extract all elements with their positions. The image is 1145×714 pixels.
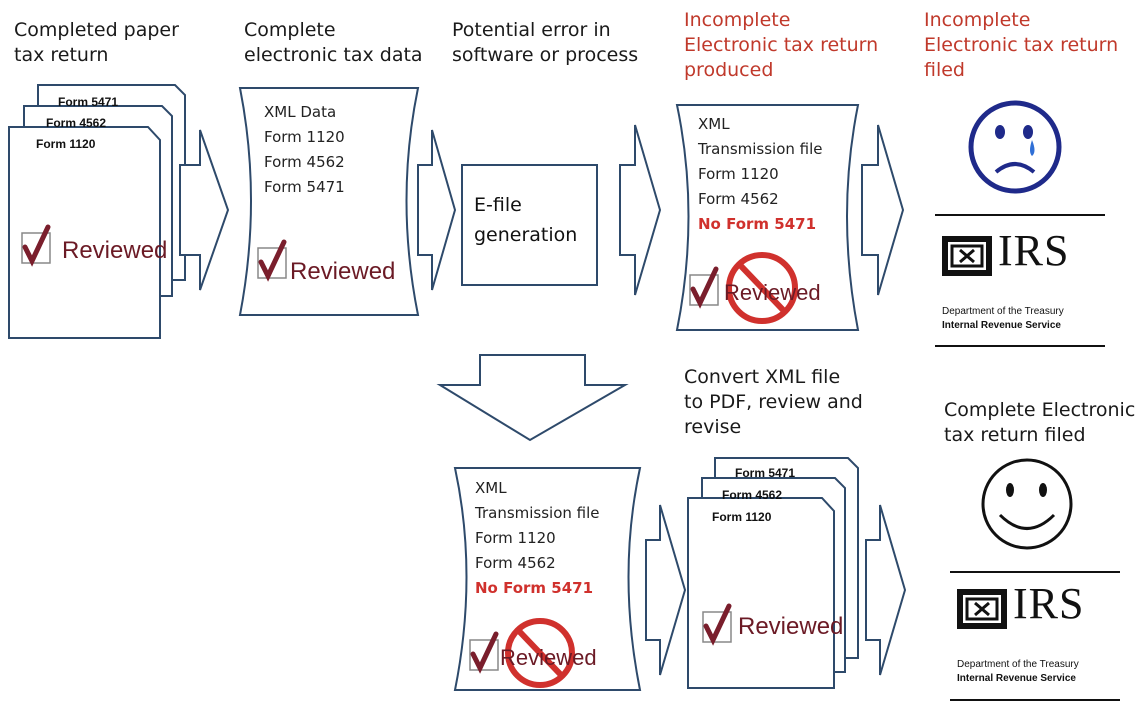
- reviewed-stamp: Reviewed: [738, 613, 844, 640]
- caption-line: Potential error in: [452, 19, 611, 41]
- caption-line: tax return: [14, 44, 109, 66]
- arrow-down: [436, 354, 629, 442]
- caption-line: Incomplete: [684, 9, 791, 31]
- reviewed-stamp: Reviewed: [724, 280, 821, 305]
- caption-electronic-data: Complete electronic tax data: [244, 18, 444, 68]
- reviewed-stamp: Reviewed: [62, 237, 168, 264]
- paper-stack-bottom: [687, 457, 859, 689]
- sad-face-icon: [968, 100, 1062, 194]
- efile-line: generation: [474, 224, 578, 246]
- caption-line: to PDF, review and: [684, 391, 863, 413]
- irs-logo-top: [935, 214, 1105, 347]
- caption-line: produced: [684, 59, 774, 81]
- caption-incomplete-produced: Incomplete Electronic tax return produce…: [684, 8, 899, 83]
- efile-line: E-file: [474, 194, 522, 216]
- caption-line: Convert XML file: [684, 366, 841, 388]
- xml-data-document: [238, 87, 420, 316]
- caption-line: electronic tax data: [244, 44, 423, 66]
- transmission-line: Form 1120: [475, 529, 556, 547]
- form-label: Form 4562: [722, 488, 783, 502]
- missing-form-label: No Form 5471: [475, 579, 594, 597]
- caption-potential-error: Potential error in software or process: [452, 18, 662, 68]
- irs-logo-text: IRS: [1013, 579, 1085, 628]
- transmission-lines-top: XML Transmission file Form 1120 Form 456…: [698, 112, 823, 237]
- xml-line: Form 1120: [264, 128, 345, 146]
- transmission-line: Transmission file: [475, 504, 600, 522]
- caption-line: Complete Electronic: [944, 399, 1136, 421]
- caption-complete-filed: Complete Electronic tax return filed: [944, 398, 1144, 448]
- caption-line: filed: [924, 59, 965, 81]
- irs-logo-bottom: [950, 571, 1120, 701]
- xml-line: Form 4562: [264, 153, 345, 171]
- caption-line: Electronic tax return: [924, 34, 1119, 56]
- caption-line: software or process: [452, 44, 639, 66]
- caption-line: Incomplete: [924, 9, 1031, 31]
- transmission-line: XML: [475, 479, 507, 497]
- caption-convert-xml: Convert XML file to PDF, review and revi…: [684, 365, 884, 440]
- transmission-line: XML: [698, 115, 730, 133]
- transmission-lines-bottom: XML Transmission file Form 1120 Form 456…: [475, 476, 600, 601]
- form-label: Form 1120: [712, 510, 772, 524]
- reviewed-stamp: Reviewed: [290, 258, 396, 285]
- transmission-line: Form 4562: [698, 190, 779, 208]
- irs-department-line: Department of the Treasury: [942, 306, 1064, 317]
- form-label: Form 4562: [46, 116, 107, 130]
- transmission-document-top: [675, 104, 860, 331]
- arrow-right-2: [417, 129, 457, 291]
- form-label: Form 5471: [58, 95, 119, 109]
- smiley-face-icon: [981, 458, 1073, 550]
- caption-line: Electronic tax return: [684, 34, 879, 56]
- efile-generation-box: [461, 164, 598, 286]
- caption-line: Complete: [244, 19, 336, 41]
- form-label: Form 5471: [735, 466, 796, 480]
- caption-line: tax return filed: [944, 424, 1086, 446]
- efile-box-label: E-file generation: [474, 190, 577, 250]
- missing-form-label: No Form 5471: [698, 215, 817, 233]
- transmission-line: Form 1120: [698, 165, 779, 183]
- xml-data-lines: XML Data Form 1120 Form 4562 Form 5471: [264, 100, 345, 200]
- paper-stack-top: [8, 84, 186, 339]
- xml-line: Form 5471: [264, 178, 345, 196]
- transmission-line: Form 4562: [475, 554, 556, 572]
- transmission-line: Transmission file: [698, 140, 823, 158]
- caption-line: Completed paper: [14, 19, 179, 41]
- caption-incomplete-filed: Incomplete Electronic tax return filed: [924, 8, 1139, 83]
- transmission-document-bottom: [453, 467, 642, 691]
- irs-department-line: Department of the Treasury: [957, 659, 1079, 670]
- caption-paper-return: Completed paper tax return: [14, 18, 204, 68]
- form-label: Form 1120: [36, 137, 96, 151]
- irs-logo-text: IRS: [998, 226, 1070, 275]
- arrow-right-3: [619, 124, 662, 296]
- irs-service-line: Internal Revenue Service: [957, 673, 1076, 684]
- arrow-right-6: [865, 504, 907, 676]
- arrow-right-5: [645, 504, 687, 676]
- arrow-right-1: [179, 129, 230, 291]
- arrow-right-4: [861, 124, 905, 296]
- irs-service-line: Internal Revenue Service: [942, 320, 1061, 331]
- reviewed-stamp: Reviewed: [500, 645, 597, 670]
- caption-line: revise: [684, 416, 742, 438]
- xml-line: XML Data: [264, 103, 337, 121]
